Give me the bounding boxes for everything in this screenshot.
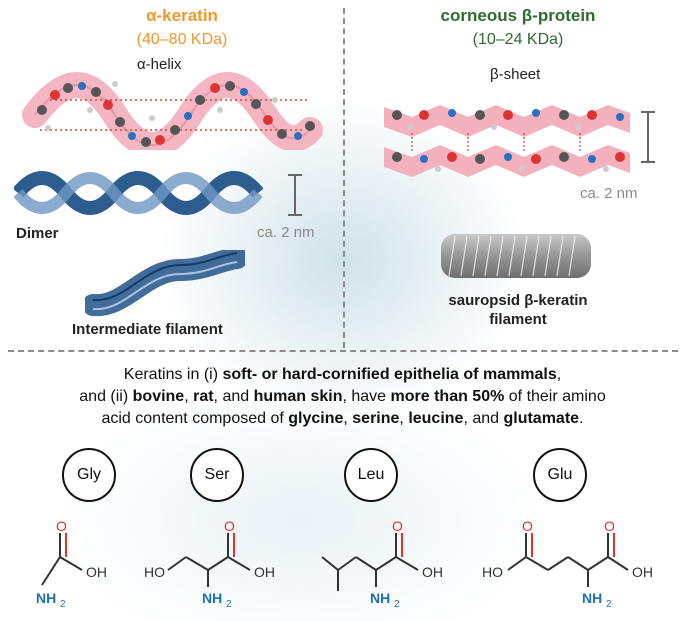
serine-oxygen-label: O bbox=[224, 518, 235, 534]
leucine-oxygen-label: O bbox=[392, 518, 403, 534]
beta-protein-title: corneous β-protein bbox=[440, 6, 596, 25]
dimer-scale-label: ca. 2 nm bbox=[257, 224, 315, 241]
leucine-amine-subscript: 2 bbox=[394, 599, 400, 610]
glycine-amine-subscript: 2 bbox=[60, 599, 66, 610]
beta-keratin-filament-label-1: sauropsid β-keratin bbox=[448, 292, 588, 309]
alpha-helix-ribbon bbox=[22, 72, 323, 150]
amino-acid-structures: O OH NH 2 HO O OH NH 2 O OH NH 2 HO O O … bbox=[36, 518, 653, 610]
alpha-helix-label: α-helix bbox=[137, 56, 182, 73]
beta-sheet-scale-label: ca. 2 nm bbox=[580, 185, 638, 202]
horizontal-divider bbox=[8, 350, 678, 352]
glycine-amine-label: NH bbox=[36, 590, 56, 606]
alpha-keratin-title: α-keratin bbox=[146, 6, 218, 25]
glutamate-oxygen-label: O bbox=[604, 518, 615, 534]
serine-amine-subscript: 2 bbox=[226, 599, 232, 610]
leucine-circle: Leu bbox=[344, 448, 398, 502]
description-line-2: and (ii) bovine, rat, and human skin, ha… bbox=[79, 388, 606, 405]
alpha-helix-hbonds bbox=[40, 99, 310, 131]
beta-protein-mass: (10–24 KDa) bbox=[472, 31, 564, 48]
glutamate-acid-label: OH bbox=[632, 564, 653, 580]
alpha-helix-illustration bbox=[22, 72, 323, 150]
glycine-structure bbox=[41, 533, 83, 586]
leucine-structure bbox=[321, 533, 419, 591]
description-line-3: acid content composed of glycine, serine… bbox=[101, 410, 584, 427]
intermediate-filament-illustration bbox=[85, 250, 245, 317]
alpha-keratin-mass: (40–80 KDa) bbox=[136, 31, 228, 48]
vertical-divider bbox=[343, 8, 345, 348]
serine-amine-label: NH bbox=[202, 590, 222, 606]
dimer-illustration bbox=[14, 171, 264, 215]
glycine-hydroxyl-label: OH bbox=[86, 564, 107, 580]
glutamate-side-hydroxyl-label: HO bbox=[482, 564, 503, 580]
serine-structure bbox=[167, 533, 251, 587]
leucine-acid-label: OH bbox=[422, 564, 443, 580]
beta-keratin-filament-label-2: filament bbox=[489, 311, 547, 328]
dimer-label: Dimer bbox=[16, 225, 59, 242]
glutamate-circle: Glu bbox=[533, 448, 587, 502]
glutamate-amine-subscript: 2 bbox=[606, 599, 612, 610]
glutamate-structure bbox=[507, 533, 629, 587]
beta-sheet-label: β-sheet bbox=[490, 66, 541, 83]
glycine-circle: Gly bbox=[62, 448, 116, 502]
glutamate-side-oxygen-label: O bbox=[522, 518, 533, 534]
glutamate-amine-label: NH bbox=[582, 590, 602, 606]
serine-hydroxyl-label: HO bbox=[144, 564, 165, 580]
dimer-scale-bar bbox=[288, 174, 302, 216]
intermediate-filament-label: Intermediate filament bbox=[72, 321, 223, 338]
alpha-helix-atoms bbox=[37, 81, 315, 147]
beta-sheet-scale-bar bbox=[641, 111, 655, 163]
serine-circle: Ser bbox=[190, 448, 244, 502]
serine-acid-label: OH bbox=[254, 564, 275, 580]
keratin-description: Keratins in (i) soft- or hard-cornified … bbox=[20, 364, 665, 430]
beta-keratin-filament-illustration bbox=[441, 234, 591, 278]
leucine-amine-label: NH bbox=[370, 590, 390, 606]
beta-sheet-illustration bbox=[384, 105, 630, 177]
description-line-1: Keratins in (i) soft- or hard-cornified … bbox=[123, 366, 562, 383]
glycine-oxygen-label: O bbox=[56, 518, 67, 534]
